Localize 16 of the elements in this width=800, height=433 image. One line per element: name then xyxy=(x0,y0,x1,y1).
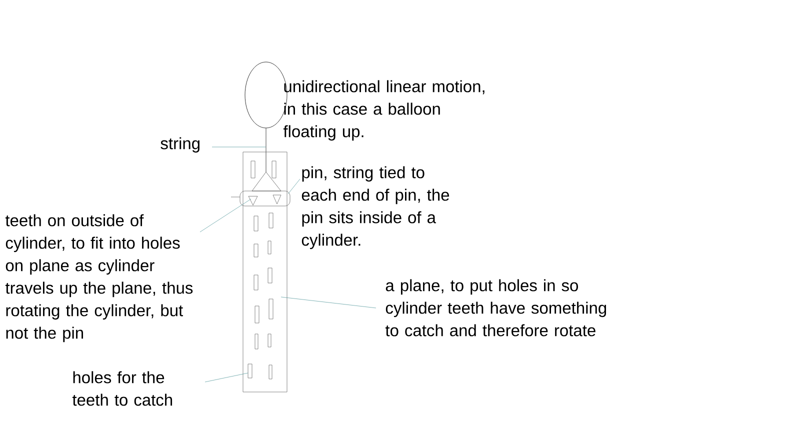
hole xyxy=(248,364,252,378)
leader-line xyxy=(288,178,300,194)
leader-line xyxy=(212,146,266,148)
cylinder-band xyxy=(240,190,290,206)
tooth xyxy=(248,196,258,206)
leader-line xyxy=(280,296,376,308)
string xyxy=(252,172,282,192)
annotation-text: pin, string tied to each end of pin, the pin sits inside of a cylinder. xyxy=(302,166,450,250)
leader-line xyxy=(200,198,252,232)
plane xyxy=(242,152,288,392)
annotation-text: teeth on outside of cylinder, to fit into holes on plane as cylinder travels up the plane, thus rotating the cylinder, but not the pin xyxy=(5,214,193,342)
leader-line xyxy=(204,372,248,382)
annotation-text: holes for the teeth to catch xyxy=(72,371,172,406)
caption-text: unidirectional linear motion, in this case a balloon floating up. xyxy=(283,80,484,141)
annotation-text: string xyxy=(160,137,200,153)
annotation-text: a plane, to put holes in so cylinder teeth have something to catch and therefore rotate xyxy=(385,279,606,336)
